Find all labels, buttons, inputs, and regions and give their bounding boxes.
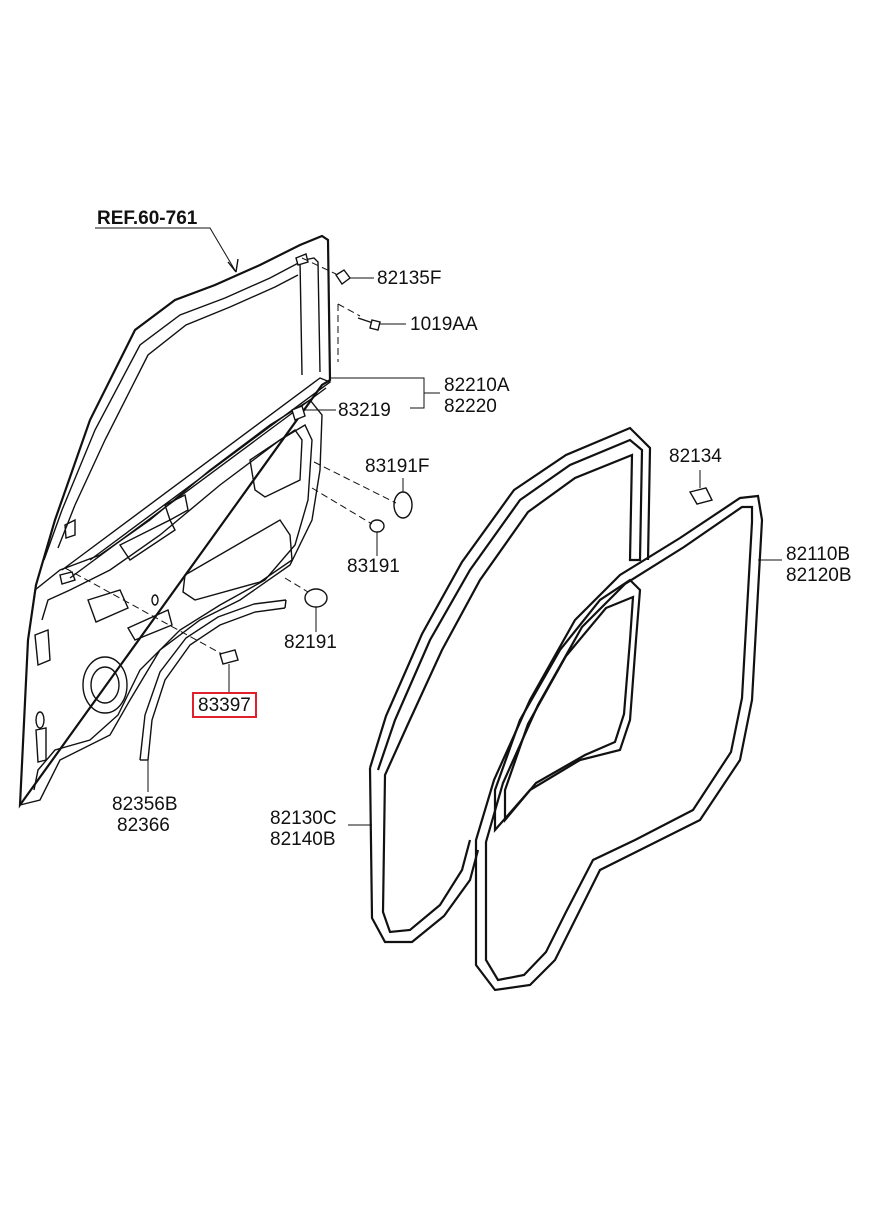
callout-83397-highlighted[interactable]: 83397	[192, 692, 257, 718]
callout-line: 82130C	[270, 808, 337, 829]
callout-line: 82210A	[444, 375, 510, 396]
callout-82134[interactable]: 82134	[669, 446, 722, 467]
callout-leaders	[95, 227, 782, 826]
callout-1019AA[interactable]: 1019AA	[410, 314, 478, 335]
seal-82110B	[474, 494, 764, 992]
callout-83219[interactable]: 83219	[338, 400, 391, 421]
callout-82356B[interactable]: 82356B 82366	[112, 794, 178, 836]
callout-82110B[interactable]: 82110B 82120B	[786, 544, 852, 586]
callout-82135F[interactable]: 82135F	[377, 268, 442, 289]
callout-line: 82120B	[786, 565, 852, 586]
reference-label: REF.60-761	[97, 208, 198, 229]
seal-82130C	[368, 426, 652, 944]
callout-83191F[interactable]: 83191F	[365, 456, 430, 477]
callout-line: 82110B	[786, 544, 851, 565]
callout-82130C[interactable]: 82130C 82140B	[270, 808, 337, 850]
callout-line: 82356B	[112, 794, 178, 815]
callout-line: 82140B	[270, 829, 336, 850]
callout-82210A[interactable]: 82210A 82220	[444, 375, 510, 417]
callout-line: 82366	[117, 815, 170, 836]
callout-line: 82220	[444, 396, 497, 417]
door-moulding	[139, 599, 287, 761]
dashed-leaders	[64, 257, 397, 655]
door-shell	[18, 234, 332, 809]
callout-83191[interactable]: 83191	[347, 556, 400, 577]
callout-82191[interactable]: 82191	[284, 632, 337, 653]
